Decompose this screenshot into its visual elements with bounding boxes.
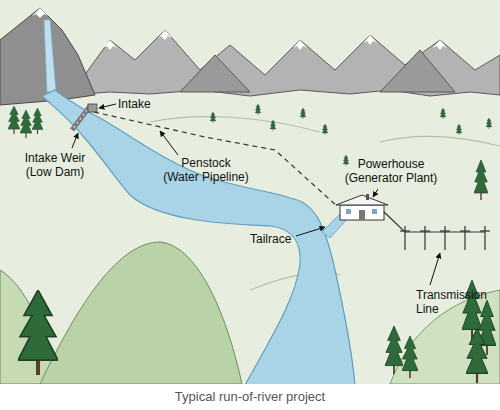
- crossbar: [420, 230, 430, 231]
- intake-weir: [72, 104, 97, 130]
- window: [346, 209, 351, 214]
- leader-arrow: [296, 227, 325, 236]
- crossbar: [460, 230, 470, 231]
- hill: [40, 242, 242, 384]
- mountain: [380, 50, 455, 92]
- mountain: [0, 8, 95, 105]
- mountain: [180, 55, 250, 92]
- part-label: Tailrace: [250, 232, 293, 246]
- waterfall: [44, 20, 56, 92]
- hill: [390, 290, 500, 384]
- powerhouse: [336, 194, 388, 220]
- weir-stripes: [72, 106, 90, 130]
- snow-cap: [32, 8, 48, 18]
- small-tree: [322, 124, 328, 135]
- small-tree: [255, 104, 261, 115]
- snow-cap: [433, 40, 447, 50]
- tree: [20, 110, 32, 138]
- tree: [462, 280, 482, 340]
- door: [359, 210, 365, 220]
- part-label: Intake: [118, 97, 152, 111]
- small-tree: [440, 108, 446, 119]
- wire: [384, 212, 485, 232]
- crossbar: [480, 230, 490, 231]
- penstock-pipeline: [94, 112, 338, 207]
- caption-band: [0, 384, 500, 410]
- tree: [18, 290, 58, 375]
- tree: [32, 108, 43, 134]
- leader-arrow: [160, 131, 178, 155]
- snow-cap: [158, 30, 172, 40]
- vent: [366, 194, 369, 200]
- snow-cap: [103, 40, 117, 50]
- leader-arrow: [373, 189, 378, 197]
- powerhouse-roof: [336, 195, 388, 205]
- leader-arrow: [99, 104, 116, 108]
- river: [42, 90, 355, 385]
- tree: [8, 106, 20, 134]
- part-label: Powerhouse (Generator Plant): [345, 157, 438, 185]
- pole: [484, 226, 485, 250]
- window: [372, 209, 377, 214]
- leader-arrow: [430, 253, 440, 285]
- intake-structure: [88, 104, 97, 112]
- small-tree: [270, 120, 276, 131]
- snow-cap: [363, 35, 377, 45]
- mountain-range: [70, 30, 500, 96]
- part-label: Penstock (Water Pipeline): [163, 156, 249, 184]
- pole: [424, 226, 425, 250]
- snow-cap: [293, 40, 307, 50]
- mountains: [0, 8, 500, 105]
- leader-arrows: [72, 104, 440, 285]
- tree: [402, 336, 418, 378]
- tree: [474, 160, 488, 200]
- small-tree: [456, 124, 462, 135]
- ridge-line: [380, 136, 500, 146]
- small-tree: [210, 112, 216, 123]
- pole: [464, 226, 465, 250]
- ridge-line: [150, 117, 320, 132]
- part-label: Transmission Line: [416, 288, 426, 316]
- pole: [404, 226, 405, 250]
- powerhouse-wall: [340, 205, 384, 220]
- crossbar: [400, 230, 410, 231]
- small-tree: [486, 118, 492, 129]
- trees: [8, 104, 496, 383]
- small-tree: [300, 108, 306, 119]
- pole: [444, 226, 445, 250]
- tree: [466, 328, 488, 383]
- weir-wall: [72, 106, 90, 130]
- small-tree: [343, 155, 349, 166]
- transmission-line-towers: [384, 212, 490, 250]
- tree: [385, 326, 403, 374]
- leader-arrow: [72, 133, 78, 148]
- crossbar: [440, 230, 450, 231]
- part-label: Intake Weir (Low Dam): [25, 151, 86, 179]
- caption: Typical run-of-river project: [0, 389, 500, 405]
